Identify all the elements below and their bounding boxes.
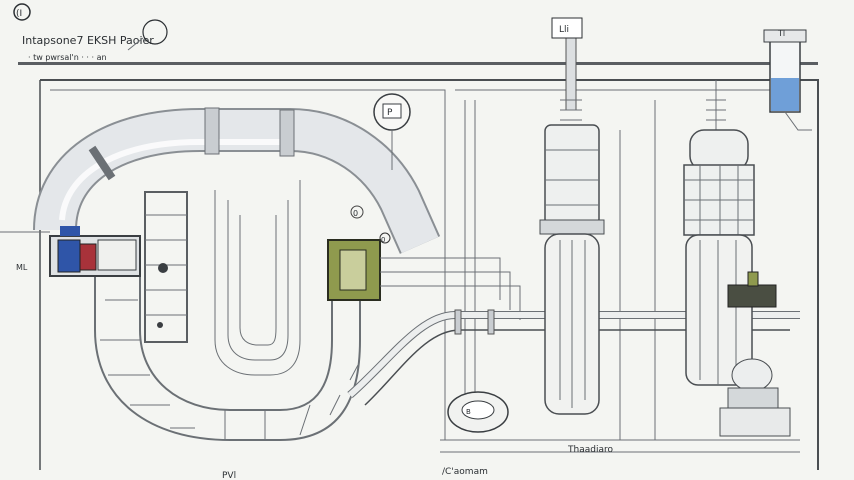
left-column-tubes [559, 240, 586, 408]
tags: Lli Tl [551, 17, 785, 39]
tank [763, 29, 812, 131]
curved-duct: 0 [33, 107, 441, 254]
mid-valve-knob [379, 232, 391, 244]
rack-column [144, 191, 188, 343]
bottom-center-label: /C'aomam [442, 467, 488, 477]
manifold-line-3 [380, 285, 521, 320]
rack-knob-1 [158, 263, 168, 273]
valve-red-block [79, 243, 97, 271]
valve-mark: 0 [381, 236, 385, 244]
title-callout-leader [127, 37, 144, 51]
title-callout-icon [142, 19, 168, 45]
bottom-right-label: Thaadiaro [567, 445, 613, 455]
left-column-stem [565, 29, 577, 111]
pump-skid [719, 407, 791, 437]
manifold-coupler-2 [487, 309, 495, 335]
duct-flange-3 [88, 145, 116, 181]
valve-cap [60, 226, 80, 236]
top-tag-right: Tl [777, 29, 785, 38]
corner-mark: (I [16, 9, 22, 19]
gauge-box-label: P [387, 108, 393, 118]
coil-inner [139, 262, 333, 411]
u-coil [94, 180, 361, 441]
valve-window [97, 239, 137, 271]
duct-flange-2 [279, 109, 295, 157]
left-column [539, 29, 605, 415]
left-column-head [544, 124, 600, 226]
left-column-bands [545, 149, 599, 206]
tank-lid [763, 29, 807, 43]
inner-frame-line [50, 89, 446, 440]
header: (I Intapsone7 EKSH Paoier · tw pwrsal'n … [13, 3, 168, 62]
top-tag-left: Lli [559, 25, 569, 35]
valve-blue-block [57, 239, 81, 273]
pump-assembly [719, 271, 791, 437]
top-rail [18, 62, 818, 65]
frame-line-top [40, 79, 819, 470]
right-column-coils [706, 80, 726, 130]
rack-knob-2 [157, 322, 163, 328]
coil-loop-1 [214, 180, 301, 376]
coil-segments [100, 299, 359, 440]
right-column-tubes [699, 240, 737, 385]
right-column [683, 80, 755, 386]
mid-valve: 0 [327, 232, 391, 301]
bottom-labels: PVl /C'aomam Thaadiaro [222, 445, 613, 480]
mid-valve-face [339, 249, 367, 291]
duct-port [350, 205, 364, 219]
bottom-left-label: PVl [222, 471, 236, 480]
left-column-coils [560, 99, 582, 141]
left-valve: ML [16, 226, 141, 277]
pump-motor [727, 284, 777, 308]
pipe-mark-1: 0 [353, 209, 358, 218]
duct-body [35, 110, 439, 254]
manifold-line-1 [380, 257, 501, 300]
diagram-subtitle: · tw pwrsal'n · · · an [28, 53, 107, 62]
pipe-mark-2: B [466, 408, 471, 416]
side-tag: ML [16, 263, 28, 272]
diagram-title: Intapsone7 EKSH Paoier [22, 34, 154, 47]
tank-outlet [784, 111, 812, 131]
top-tag-left-box [551, 17, 583, 39]
manifold-coupler-1 [454, 309, 462, 335]
left-column-collar [539, 219, 605, 235]
meter: B [447, 391, 509, 433]
right-column-cap [689, 129, 749, 171]
gauge: P [373, 93, 411, 170]
manifold-pipe-inner [348, 312, 800, 398]
right-column-grid [684, 165, 754, 235]
outer-frame [0, 62, 819, 470]
pump-base [727, 387, 779, 409]
manifold-line-2 [380, 271, 511, 310]
meter-face [461, 400, 495, 420]
coil-loop-2 [227, 200, 289, 361]
duct-flange-1 [204, 107, 220, 155]
pump-top [747, 271, 759, 287]
tank-liquid [771, 78, 799, 111]
pump-dome [731, 358, 773, 392]
coil-loop-3 [239, 215, 277, 346]
corner-icon [13, 3, 31, 21]
gauge-box [382, 103, 402, 119]
